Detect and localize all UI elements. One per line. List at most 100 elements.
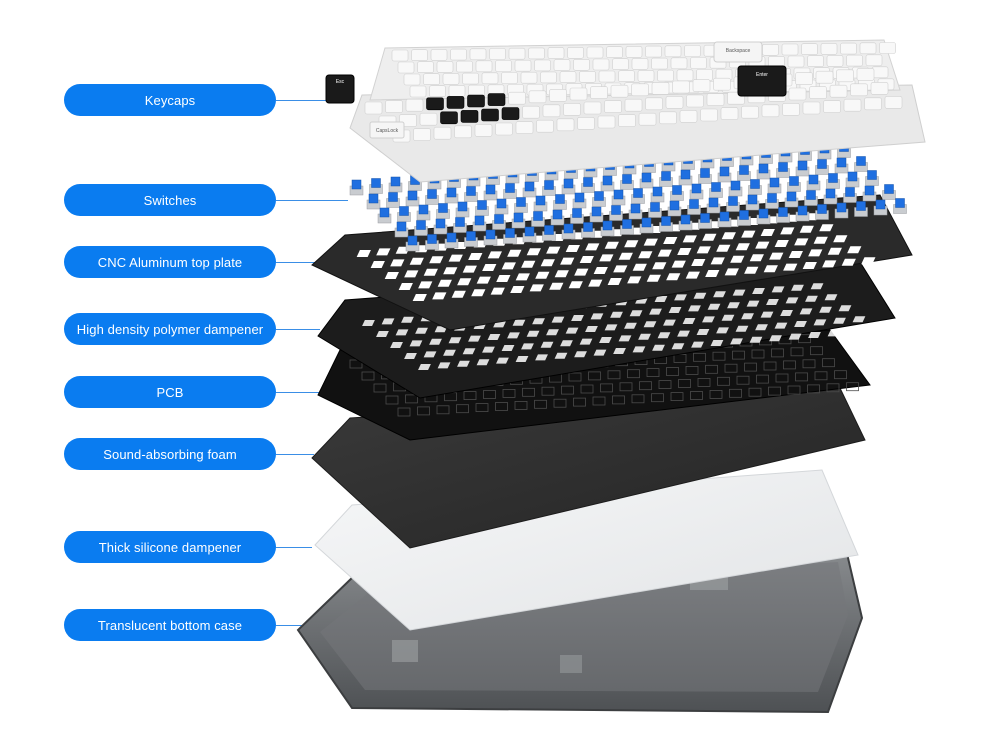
pcb-socket — [612, 395, 625, 405]
switch-stem — [630, 203, 641, 214]
keycap — [475, 60, 493, 73]
switch-stem — [728, 196, 738, 206]
dampener-hole — [838, 305, 852, 312]
keycap — [645, 97, 663, 111]
plate-hole — [802, 262, 817, 269]
dampener-hole — [682, 318, 696, 324]
dampener-hole — [429, 338, 442, 345]
plate-hole — [632, 263, 647, 271]
pcb-socket — [534, 399, 547, 409]
switch-stem — [797, 160, 808, 171]
svg-text:Enter: Enter — [756, 72, 768, 78]
switch-stem — [563, 178, 574, 189]
pcb-socket — [787, 385, 801, 395]
plate-hole — [710, 257, 725, 265]
keycap — [604, 100, 622, 113]
dampener-hole — [423, 351, 437, 358]
switch-stem — [719, 211, 730, 222]
keycap — [762, 43, 779, 56]
switch-stem — [466, 186, 476, 196]
switch-stem — [583, 177, 593, 187]
dampener-hole — [496, 357, 509, 364]
keycap — [679, 110, 698, 123]
keycap — [836, 69, 854, 83]
plate-hole — [501, 262, 516, 270]
keycap — [815, 70, 834, 84]
capslock-keycap: CapsLock — [369, 121, 405, 139]
keycap — [809, 86, 827, 99]
pcb-socket — [651, 393, 664, 403]
keycap — [696, 69, 713, 81]
switch-stem — [427, 189, 437, 199]
keycap — [429, 85, 446, 97]
pcb-socket — [795, 372, 808, 382]
keycap — [547, 47, 565, 59]
switch-stem — [633, 188, 643, 198]
dampener-hole — [507, 332, 520, 339]
dampener-hole — [716, 327, 729, 334]
switch-stem — [407, 190, 418, 201]
keycap — [840, 42, 857, 55]
keycap — [569, 87, 588, 101]
pcb-socket — [646, 368, 660, 378]
dampener-hole — [735, 325, 749, 332]
keycap — [807, 55, 824, 68]
dampener-hole — [404, 353, 417, 359]
plate-hole — [535, 271, 550, 279]
switch-stem — [438, 203, 448, 213]
switch-stem — [808, 174, 819, 185]
dampener-hole — [468, 335, 481, 342]
dampener-hole — [663, 319, 676, 326]
plate-hole — [574, 268, 589, 276]
keycap — [606, 46, 623, 59]
plate-hole — [643, 238, 658, 246]
switch-stem — [622, 219, 632, 229]
pcb-socket — [748, 387, 762, 397]
plate-hole — [599, 254, 614, 262]
pcb-socket — [495, 402, 508, 411]
pcb-socket — [693, 352, 706, 362]
dampener-hole — [852, 316, 866, 323]
plate-hole — [390, 259, 405, 267]
plate-hole — [476, 276, 491, 284]
dampener-hole — [540, 341, 554, 348]
switch-stem — [847, 171, 858, 182]
keycap — [553, 59, 571, 71]
pcb-socket — [600, 383, 613, 393]
keycap — [385, 100, 403, 113]
keycap — [468, 84, 485, 97]
dampener-hole — [457, 360, 470, 367]
keycap — [676, 69, 694, 82]
keycap — [583, 101, 602, 115]
keycap — [672, 80, 690, 94]
switch-stem — [371, 178, 381, 188]
plate-hole — [515, 273, 530, 281]
svg-text:Esc: Esc — [336, 79, 345, 85]
plate-hole — [565, 245, 580, 252]
keycap — [556, 118, 575, 132]
plate-hole — [462, 265, 477, 273]
dampener-hole — [760, 311, 774, 318]
plate-hole — [607, 278, 622, 285]
keycap — [686, 94, 704, 108]
keycap — [542, 104, 561, 118]
switch-stem — [524, 181, 535, 192]
dampener-hole — [362, 320, 375, 326]
plate-hole — [638, 251, 653, 259]
dampener-hole — [693, 292, 707, 299]
pcb-socket — [522, 387, 535, 397]
keycap — [870, 82, 889, 95]
dampener-hole — [827, 330, 841, 337]
dampener-hole — [487, 334, 501, 340]
leader-polymer-dampener — [276, 329, 320, 330]
backspace-keycap: Backspace — [713, 41, 763, 63]
plate-hole — [833, 235, 848, 243]
switch-stem — [700, 213, 710, 223]
keycap — [820, 43, 838, 55]
dampener-hole — [560, 340, 573, 347]
label-foam: Sound-absorbing foam — [64, 438, 276, 470]
plate-hole — [671, 260, 686, 268]
keycap — [850, 83, 868, 97]
dampener-hole — [535, 354, 548, 361]
keycap — [549, 89, 567, 102]
